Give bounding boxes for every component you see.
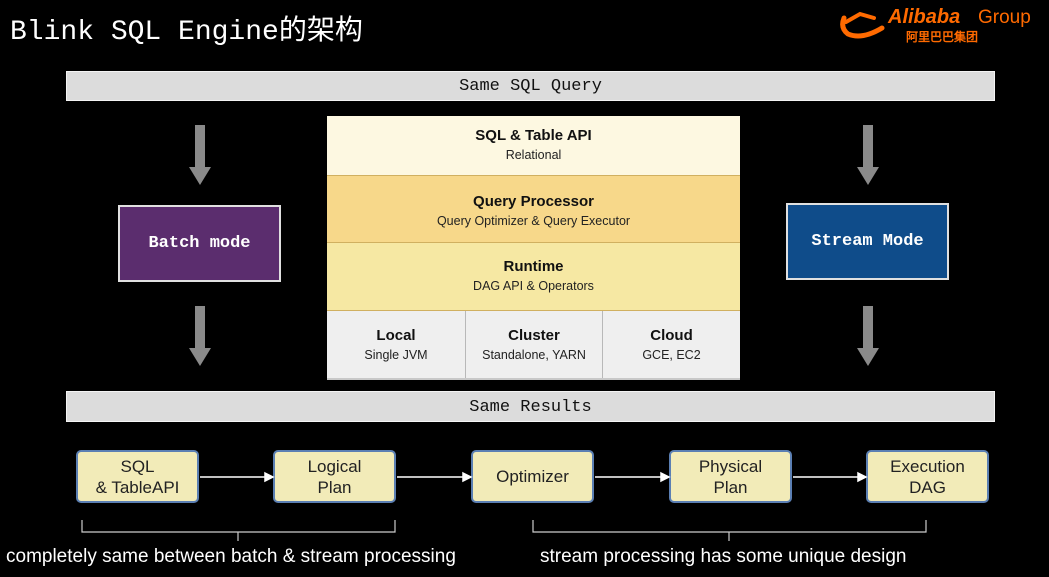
step-line1: SQL: [120, 456, 155, 476]
deploy-subtitle: Single JVM: [364, 348, 428, 362]
logo-suffix: Group: [978, 7, 1031, 28]
pipeline-step-physical-plan: Physical Plan: [669, 450, 792, 503]
pipeline-step-execution-dag: Execution DAG: [866, 450, 989, 503]
layer-subtitle: Query Optimizer & Query Executor: [436, 214, 631, 228]
deploy-subtitle: GCE, EC2: [642, 348, 701, 362]
same-results-bar: Same Results: [66, 391, 995, 422]
same-sql-query-bar: Same SQL Query: [66, 71, 995, 101]
deploy-subtitle: Standalone, YARN: [482, 348, 586, 362]
down-arrow-icon: [189, 306, 211, 366]
arrowhead: [462, 471, 473, 483]
deploy-local: Local Single JVM: [327, 311, 466, 378]
alibaba-logo: Alibaba Group 阿里巴巴集团: [838, 6, 1043, 44]
layer-query-processor: Query Processor Query Optimizer & Query …: [327, 176, 740, 243]
arrowhead: [857, 471, 868, 483]
layer-runtime: Runtime DAG API & Operators: [327, 243, 740, 311]
pipeline-step-sql-tableapi: SQL & TableAPI: [76, 450, 199, 503]
step-line1: Physical: [698, 456, 763, 476]
layer-subtitle: Relational: [505, 148, 562, 162]
page-title: Blink SQL Engine的架构: [10, 17, 363, 48]
layer-heading: Query Processor: [473, 193, 594, 210]
alibaba-smile-icon: [840, 11, 885, 39]
layer-heading: SQL & Table API: [475, 127, 592, 144]
deploy-cluster: Cluster Standalone, YARN: [466, 311, 603, 378]
left-brace: [81, 520, 396, 541]
step-line2: Plan: [713, 477, 748, 497]
pipeline-step-optimizer: Optimizer: [471, 450, 594, 503]
logo-chinese: 阿里巴巴集团: [906, 30, 979, 44]
caption-left: completely same between batch & stream p…: [6, 546, 456, 567]
layer-subtitle: DAG API & Operators: [473, 279, 594, 293]
layer-sql-table-api: SQL & Table API Relational: [327, 116, 740, 176]
deploy-heading: Cloud: [650, 327, 693, 344]
deploy-heading: Cluster: [508, 327, 560, 344]
arrowhead: [264, 471, 275, 483]
arrowhead: [660, 471, 671, 483]
down-arrow-icon: [857, 125, 879, 185]
deploy-cloud: Cloud GCE, EC2: [603, 311, 740, 378]
step-line2: DAG: [909, 477, 946, 497]
step-line1: Execution: [890, 456, 965, 476]
layer-heading: Runtime: [503, 258, 564, 275]
deploy-heading: Local: [376, 327, 416, 344]
step-line2: Plan: [317, 477, 352, 497]
step-line2: & TableAPI: [95, 477, 180, 497]
down-arrow-icon: [189, 125, 211, 185]
down-arrow-icon: [857, 306, 879, 366]
caption-right: stream processing has some unique design: [540, 546, 907, 567]
step-line1: Logical: [307, 456, 362, 476]
right-brace: [532, 520, 927, 541]
stack-bottom-edge: [327, 378, 740, 380]
logo-name: Alibaba: [888, 6, 961, 28]
step-line1: Optimizer: [496, 467, 569, 486]
stream-mode-box: Stream Mode: [786, 203, 949, 280]
batch-mode-box: Batch mode: [118, 205, 281, 282]
pipeline-step-logical-plan: Logical Plan: [273, 450, 396, 503]
